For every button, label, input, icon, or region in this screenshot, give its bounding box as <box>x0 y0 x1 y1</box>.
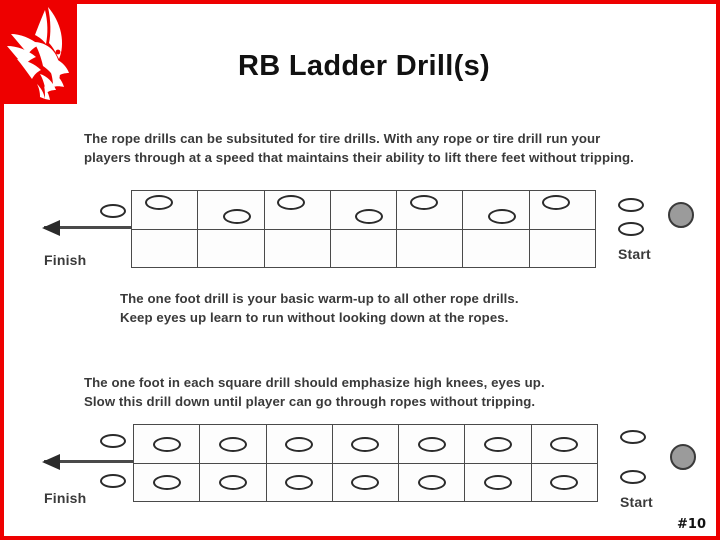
foot-oval-icon <box>542 195 571 210</box>
ladder-cell <box>397 229 464 267</box>
ladder-grid-1 <box>131 190 596 268</box>
foot-oval-icon <box>550 436 579 452</box>
foot-oval-icon <box>550 475 579 491</box>
ladder-cell <box>132 191 199 229</box>
ladder-cell <box>267 425 333 463</box>
ladder-cell <box>463 191 530 229</box>
ladder-cell <box>532 464 597 502</box>
ladder-cell <box>465 463 532 501</box>
page-number: #10 <box>677 517 706 532</box>
foot-oval-icon <box>409 195 438 210</box>
ladder-cell <box>463 229 530 267</box>
start-label: Start <box>620 494 653 510</box>
foot-oval-icon <box>218 475 247 491</box>
ladder-cell <box>399 425 466 463</box>
foot-oval-icon <box>618 222 644 236</box>
foot-oval-icon <box>620 470 646 484</box>
foot-oval-icon <box>222 209 251 224</box>
ladder-row-top <box>134 425 597 464</box>
foot-oval-icon <box>144 195 173 210</box>
foot-oval-icon <box>100 204 126 218</box>
foot-oval-icon <box>285 436 314 452</box>
foot-oval-icon <box>484 436 513 452</box>
start-label: Start <box>618 246 651 262</box>
foot-oval-icon <box>351 436 380 452</box>
ladder-cell <box>465 425 532 463</box>
ladder-cell <box>331 191 398 229</box>
foot-oval-icon <box>620 430 646 444</box>
foot-oval-icon <box>417 436 446 452</box>
foot-oval-icon <box>351 475 380 491</box>
player-ball-icon <box>668 202 694 228</box>
paragraph-rope-drills: The rope drills can be subsituted for ti… <box>84 131 634 165</box>
paragraph-one-foot-each-square: The one foot in each square drill should… <box>84 375 545 409</box>
ladder-cell <box>265 191 331 229</box>
foot-oval-icon <box>417 475 446 491</box>
ladder-cell <box>399 463 466 501</box>
foot-oval-icon <box>355 209 384 224</box>
foot-oval-icon <box>152 475 181 491</box>
ladder-cell <box>132 229 199 267</box>
foot-oval-icon <box>277 195 306 210</box>
player-ball-icon <box>670 444 696 470</box>
direction-arrow-icon <box>42 219 140 236</box>
ladder-cell <box>265 229 331 267</box>
direction-arrow-icon <box>42 453 140 470</box>
finish-label: Finish <box>44 252 87 268</box>
foot-oval-icon <box>285 475 314 491</box>
ladder-cell <box>532 425 597 463</box>
ladder-cell <box>530 191 595 229</box>
ladder-row-bottom <box>132 229 595 268</box>
foot-oval-icon <box>484 475 513 491</box>
foot-oval-icon <box>152 436 181 452</box>
ladder-grid-2 <box>133 424 598 502</box>
finish-label: Finish <box>44 490 87 506</box>
ladder-cell <box>333 425 400 463</box>
ladder-cell <box>530 230 595 268</box>
ladder-cell <box>333 463 400 501</box>
foot-oval-icon <box>218 436 247 452</box>
scanned-content: The rope drills can be subsituted for ti… <box>4 112 716 532</box>
eagle-logo <box>4 4 77 104</box>
foot-oval-icon <box>100 474 126 488</box>
ladder-cell <box>134 425 201 463</box>
ladder-cell <box>198 229 265 267</box>
ladder-cell <box>397 191 464 229</box>
foot-oval-icon <box>488 209 517 224</box>
ladder-cell <box>331 229 398 267</box>
foot-oval-icon <box>618 198 644 212</box>
ladder-row-top <box>132 191 595 230</box>
diagram-one-foot-each-square-drill: Finish <box>4 422 716 518</box>
ladder-row-bottom <box>134 463 597 502</box>
diagram-one-foot-drill: Finish <box>4 186 716 278</box>
page-title: RB Ladder Drill(s) <box>238 50 490 82</box>
foot-oval-icon <box>100 434 126 448</box>
ladder-cell <box>267 463 333 501</box>
ladder-cell <box>200 463 267 501</box>
ladder-cell <box>198 191 265 229</box>
ladder-cell <box>134 463 201 501</box>
ladder-cell <box>200 425 267 463</box>
paragraph-one-foot-drill: The one foot drill is your basic warm-up… <box>120 291 519 325</box>
